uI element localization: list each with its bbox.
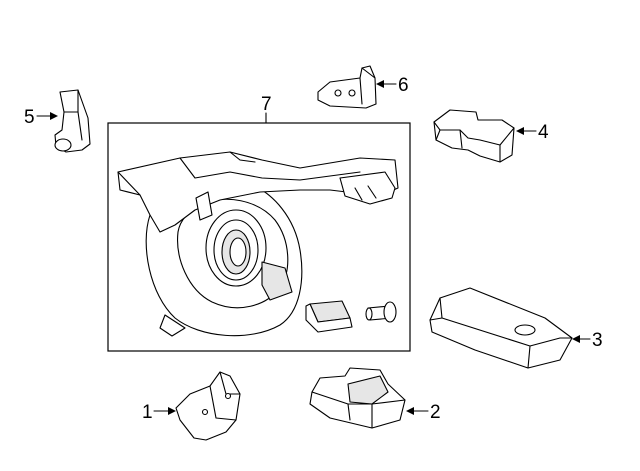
- callout-2: 2: [406, 402, 441, 423]
- svg-text:5: 5: [24, 107, 35, 128]
- part-5-bracket[interactable]: [54, 89, 91, 153]
- wedge-block-part[interactable]: [305, 300, 353, 333]
- svg-text:4: 4: [538, 122, 549, 143]
- callout-4: 4: [516, 122, 549, 143]
- svg-text:2: 2: [430, 402, 441, 423]
- part-3-cover[interactable]: [429, 287, 573, 369]
- callout-6: 6: [376, 75, 409, 96]
- svg-text:6: 6: [398, 75, 409, 96]
- callout-3: 3: [572, 330, 603, 351]
- callout-7: 7: [261, 94, 272, 124]
- svg-text:7: 7: [261, 94, 272, 115]
- part-2-connector[interactable]: [309, 367, 406, 429]
- part-4-block[interactable]: [433, 109, 515, 163]
- callout-1: 1: [142, 402, 176, 423]
- callout-5: 5: [24, 107, 58, 128]
- part-1-bracket[interactable]: [175, 371, 241, 441]
- clockspring-part[interactable]: [117, 151, 399, 337]
- svg-text:3: 3: [592, 330, 603, 351]
- screw-part[interactable]: [365, 301, 397, 323]
- svg-text:1: 1: [142, 402, 153, 423]
- part-6-plate[interactable]: [317, 65, 377, 109]
